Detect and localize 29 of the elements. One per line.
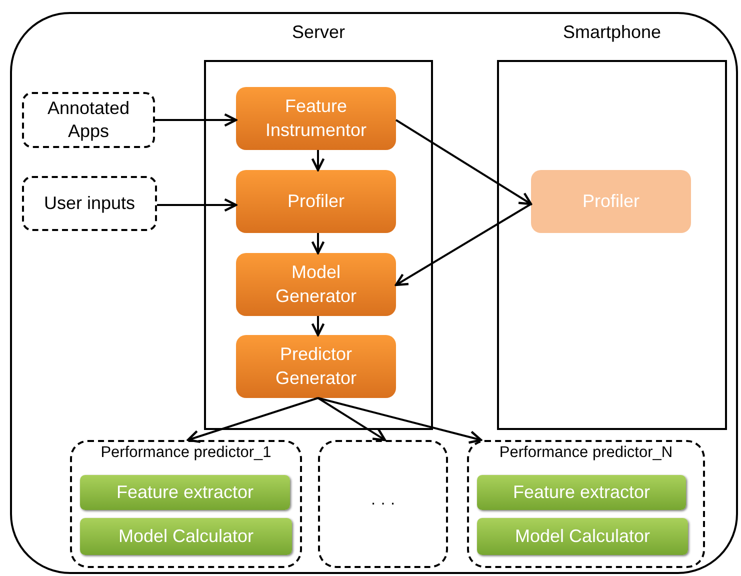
component-box: Model Calculator — [80, 518, 292, 555]
input-box: User inputs — [22, 176, 157, 231]
process-box: Profiler — [236, 170, 396, 233]
arrow — [155, 113, 238, 127]
arrow — [157, 198, 238, 212]
component-box: Feature extractor — [80, 475, 290, 510]
group-title: Performance predictor_1 — [100, 444, 272, 462]
arrow — [395, 119, 532, 206]
container-frame — [10, 12, 738, 574]
process-box: Feature Instrumentor — [236, 87, 396, 150]
arrow — [186, 397, 318, 443]
panel-heading: Server — [290, 22, 346, 43]
panel-heading: Smartphone — [562, 22, 662, 43]
placeholder-box: · · · — [318, 440, 448, 568]
arrow — [311, 316, 325, 336]
arrow — [318, 397, 482, 444]
input-box: Annotated Apps — [22, 92, 155, 148]
process-box: Model Generator — [236, 253, 396, 316]
component-box: Feature extractor — [477, 475, 686, 510]
group-title: Performance predictor_N — [498, 444, 674, 462]
process-box: Profiler — [531, 170, 691, 233]
arrow — [311, 233, 325, 254]
arrow — [311, 150, 325, 172]
process-box: Predictor Generator — [236, 335, 396, 398]
component-box: Model Calculator — [477, 518, 688, 555]
predictor-group — [70, 440, 302, 568]
arrow — [317, 397, 386, 442]
predictor-group — [467, 440, 705, 568]
arrow — [394, 203, 532, 286]
